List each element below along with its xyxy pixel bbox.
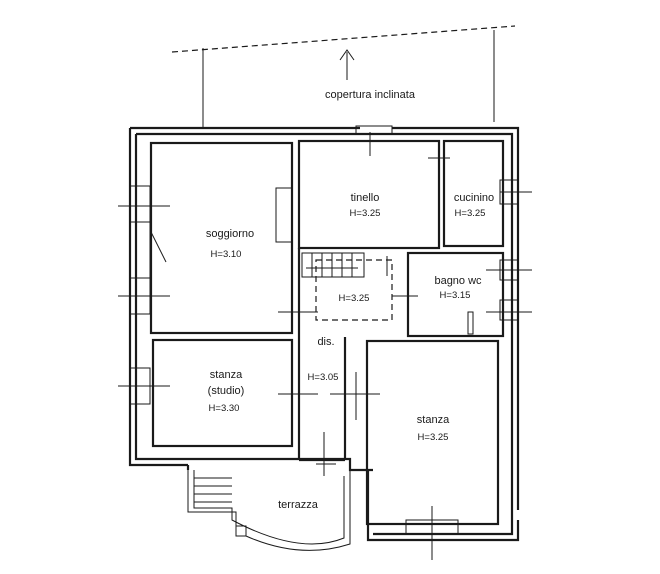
room-height-soggiorno: H=3.10	[211, 249, 242, 260]
room-name-tinello: tinello	[351, 192, 380, 204]
reference-ticks	[118, 132, 532, 560]
room-name-terrazza: terrazza	[278, 499, 319, 511]
room-height-cucinino: H=3.25	[455, 208, 486, 219]
room-name-soggiorno: soggiorno	[206, 228, 254, 240]
stair-area	[301, 252, 393, 321]
roof-outline	[171, 25, 516, 128]
room-subname-studio: (studio)	[208, 385, 245, 397]
room-height-stanza: H=3.25	[418, 432, 449, 443]
room-name-bagno: bagno wc	[434, 275, 482, 287]
room-name-disimpegno: dis.	[317, 336, 334, 348]
room-height-disimpegno: H=3.05	[308, 372, 339, 383]
stair-area-height: H=3.25	[339, 293, 370, 304]
room-height-studio: H=3.30	[209, 403, 240, 414]
room-name-studio: stanza	[210, 369, 243, 381]
room-height-tinello: H=3.25	[350, 208, 381, 219]
interior-walls	[149, 139, 505, 526]
room-name-cucinino: cucinino	[454, 192, 494, 204]
room-name-stanza: stanza	[417, 414, 450, 426]
terrace	[187, 470, 351, 551]
room-height-bagno: H=3.15	[440, 290, 471, 301]
roof-label: copertura inclinata	[325, 89, 416, 101]
